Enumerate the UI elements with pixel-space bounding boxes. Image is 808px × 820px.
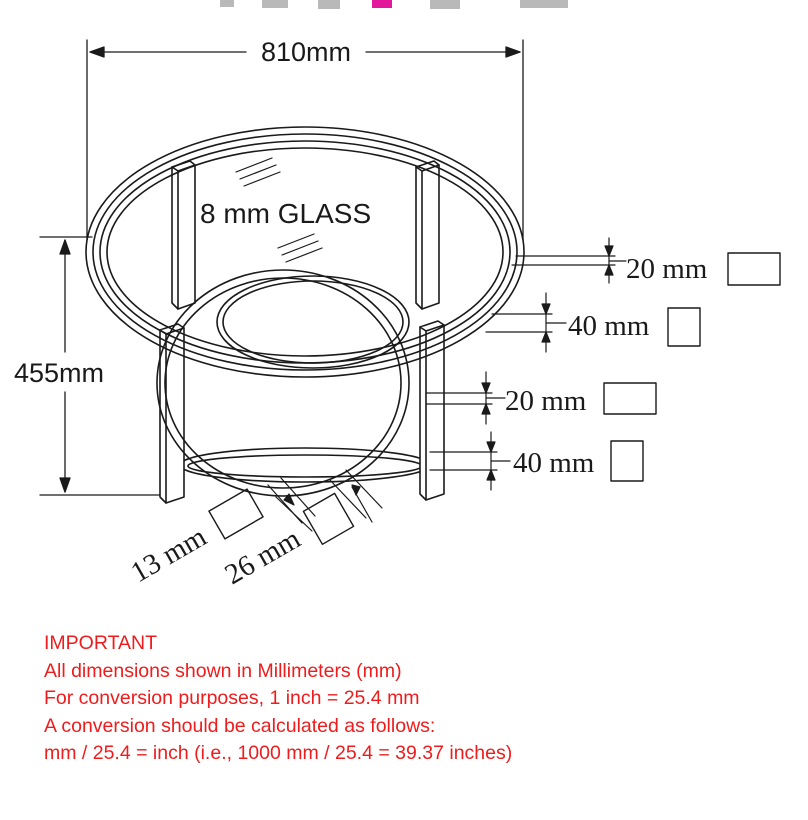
leg-rear-right — [415, 160, 440, 310]
leg-26mm-label: 26 mm — [220, 522, 307, 591]
inch-input-box-1 — [727, 252, 781, 286]
leg-front-right — [419, 320, 445, 501]
lower-40mm-label: 40 mm — [513, 447, 595, 479]
notes-line-2: For conversion purposes, 1 inch = 25.4 m… — [44, 687, 420, 709]
lower-20mm-label: 20 mm — [505, 385, 587, 417]
notes-title: IMPORTANT — [44, 632, 158, 654]
leg-13mm-dimension — [208, 477, 316, 540]
width-label: 810mm — [261, 37, 351, 67]
leg-13mm-label: 13 mm — [126, 520, 213, 589]
interlocking-rings — [156, 269, 410, 497]
notes-line-4: mm / 25.4 = inch (i.e., 1000 mm / 25.4 =… — [44, 742, 513, 764]
leg-outer-26mm-dimension — [302, 469, 383, 546]
lower-shelf-ring — [179, 447, 431, 483]
lower-20mm-dimension — [425, 371, 657, 425]
inch-input-box-6 — [302, 492, 355, 546]
glass-label: 8 mm GLASS — [200, 198, 371, 229]
table-legs — [159, 160, 445, 504]
glass-hatch-marks — [235, 157, 323, 263]
height-label: 455mm — [14, 358, 104, 388]
important-notes: IMPORTANT All dimensions shown in Millim… — [44, 630, 784, 768]
inch-input-box-2 — [667, 307, 701, 347]
inch-input-box-5 — [208, 488, 264, 540]
width-dimension — [86, 39, 524, 241]
ring-top-20mm-dimension — [511, 237, 781, 286]
brand-logo-fragment — [220, 0, 568, 9]
notes-line-1: All dimensions shown in Millimeters (mm) — [44, 659, 402, 682]
leg-rear-left — [171, 160, 196, 310]
lower-40mm-dimension — [429, 431, 644, 491]
inch-input-box-4 — [610, 440, 644, 482]
ring-outer-40mm-dimension — [485, 292, 701, 353]
height-dimension — [39, 236, 161, 496]
notes-line-3: A conversion should be calculated as fol… — [44, 714, 436, 737]
ring-top-20mm-label: 20 mm — [626, 253, 708, 285]
glass-top-rim — [85, 126, 525, 378]
inch-input-box-3 — [603, 382, 657, 415]
ring-outer-40mm-label: 40 mm — [568, 310, 650, 342]
